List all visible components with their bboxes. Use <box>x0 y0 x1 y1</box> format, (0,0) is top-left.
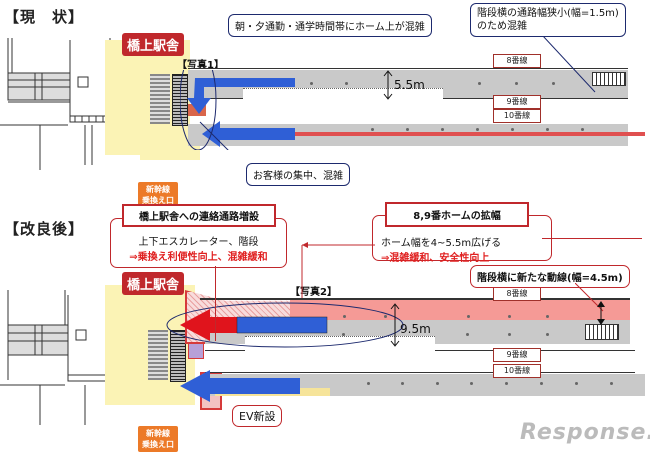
pillar <box>466 333 469 336</box>
pillar <box>406 128 409 131</box>
current-track-label-9: 9番線 <box>493 95 541 109</box>
track-10-rail <box>205 372 635 373</box>
improved-track-label-9: 9番線 <box>493 348 541 362</box>
pillar <box>441 128 444 131</box>
current-photo-label: 【写真1】 <box>177 60 224 71</box>
current-shinkansen-transfer-badge: 新幹線 乗換え口 <box>138 182 178 208</box>
pillar <box>540 382 543 385</box>
pillar <box>508 333 511 336</box>
pillar <box>342 333 345 336</box>
pillar <box>310 82 313 85</box>
pillar <box>515 82 518 85</box>
arrow-left-icon <box>202 121 295 147</box>
passage-callout-head: 橋上駅舎への連絡通路増設 <box>122 204 276 227</box>
arrow-blue-segment-icon <box>236 316 328 334</box>
passage-line1: 上下エスカレーター、階段 <box>138 237 259 248</box>
badge-line2: 乗換え口 <box>142 440 174 449</box>
pillar <box>546 315 549 318</box>
callout-pointer-line <box>575 283 604 312</box>
pillar <box>546 128 549 131</box>
pillar <box>470 382 473 385</box>
improved-photo-label: 【写真2】 <box>290 287 337 298</box>
narrow-passage-line2: のため混雑 <box>477 21 527 32</box>
current-track-label-10: 10番線 <box>493 109 541 123</box>
improved-station-badge: 橋上駅舎 <box>122 272 185 295</box>
track-8-rail <box>188 68 628 69</box>
callout-leader-arrow-icon <box>301 242 375 298</box>
arrow-down-icon <box>187 78 295 114</box>
pillar <box>505 382 508 385</box>
track-8-rail <box>200 298 630 300</box>
ev-new-label: EV新設 <box>232 405 283 427</box>
improved-stairs <box>148 330 168 380</box>
pillar <box>467 315 470 318</box>
current-flow-arrows <box>180 70 295 150</box>
pillar <box>367 382 370 385</box>
improved-track-label-8: 8番線 <box>493 287 541 301</box>
pillar <box>511 128 514 131</box>
pillar <box>552 82 555 85</box>
current-section-title: 【現 状】 <box>4 8 85 26</box>
widening-line2: ⇒混雑緩和、安全性向上 <box>381 253 490 264</box>
pillar <box>371 128 374 131</box>
callout-divider-line <box>542 238 642 239</box>
current-stairs <box>150 74 170 124</box>
improved-platform-inner <box>245 336 435 365</box>
ev-shaft <box>188 343 204 359</box>
new-flow-width-arrow-icon <box>597 301 605 325</box>
improved-section-title: 【改良後】 <box>4 220 85 238</box>
improved-shinkansen-transfer-badge: 新幹線 乗換え口 <box>138 426 178 452</box>
current-callout-congestion: 朝・夕通勤・通学時間帯にホーム上が混雑 <box>228 14 432 37</box>
pillar <box>476 128 479 131</box>
improved-stair-right <box>585 324 619 340</box>
pillar <box>581 128 584 131</box>
current-platform-width: 5.5m <box>394 78 425 92</box>
badge-line2: 乗換え口 <box>142 196 174 205</box>
pillar <box>610 382 613 385</box>
current-callout-customer-concentration: お客様の集中、混雑 <box>246 163 350 186</box>
pillar <box>384 315 387 318</box>
arrow-left-blue-icon <box>180 370 300 402</box>
pillar <box>436 382 439 385</box>
current-platform-inner <box>243 88 443 113</box>
current-track-label-8: 8番線 <box>493 54 541 68</box>
badge-line1: 新幹線 <box>146 429 170 438</box>
badge-line1: 新幹線 <box>146 185 170 194</box>
pillar <box>508 315 511 318</box>
pillar <box>575 382 578 385</box>
improved-callout-new-flow-line: 階段横に新たな動線(幅=4.5m) <box>470 265 630 288</box>
pillar <box>401 382 404 385</box>
passage-line2: ⇒乗換え利便性向上、混雑緩和 <box>129 252 268 263</box>
improved-track-label-10: 10番線 <box>493 364 541 378</box>
callout-pointer-line <box>542 36 596 93</box>
widening-callout-head: 8,9番ホームの拡幅 <box>385 202 529 227</box>
improved-escalator <box>170 330 186 382</box>
current-red-strip <box>205 132 645 136</box>
response-watermark: Response. <box>520 420 650 445</box>
improved-platform-width: 9.5m <box>400 322 431 336</box>
pillar <box>478 82 481 85</box>
pillar <box>546 333 549 336</box>
current-callout-narrow-passage: 階段横の通路幅狭小(幅=1.5m) のため混雑 <box>470 3 626 37</box>
pillar <box>345 82 348 85</box>
dimension-arrow-icon <box>383 70 393 100</box>
callout-leader-line <box>215 266 216 341</box>
widening-line1: ホーム幅を4~5.5m広げる <box>381 238 502 249</box>
dimension-arrow-icon <box>390 303 400 347</box>
current-station-badge: 橋上駅舎 <box>122 33 185 56</box>
improved-flow-arrows <box>166 302 404 402</box>
narrow-passage-line1: 階段横の通路幅狭小(幅=1.5m) <box>477 8 619 19</box>
pillar <box>343 315 346 318</box>
current-stair-right <box>592 72 626 86</box>
